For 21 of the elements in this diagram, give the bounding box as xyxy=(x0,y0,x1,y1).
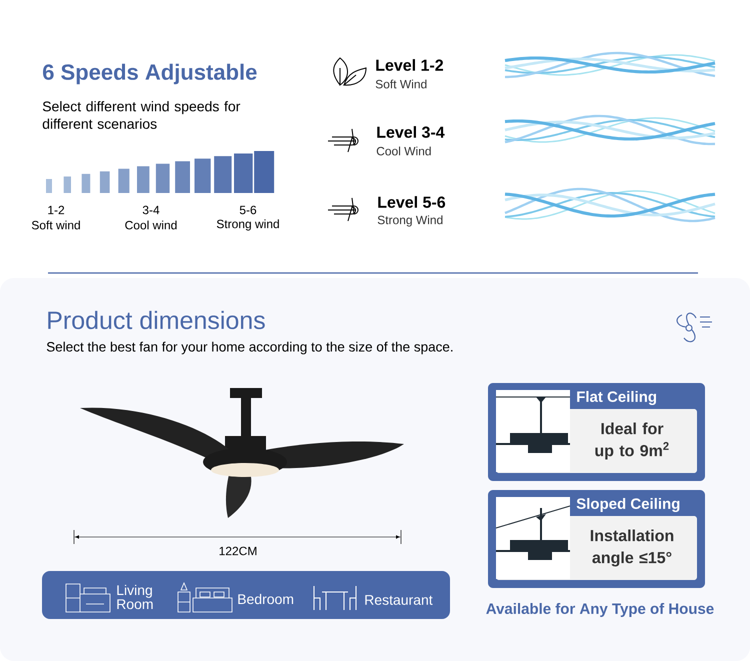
axis-label: Strong wind xyxy=(216,219,279,231)
level-subtitle: Cool Wind xyxy=(376,146,431,156)
level-title: Level 1-2 xyxy=(376,59,444,71)
room-banner: Living Room Bedroom Restaurant xyxy=(42,571,450,619)
heading: 6 Speeds Adjustable xyxy=(43,64,257,84)
level-title: Level 3-4 xyxy=(377,126,445,138)
subtitle: Select the best fan for your home according to the size of the space. xyxy=(46,342,452,354)
axis-label: 5-6 xyxy=(240,206,256,214)
axis-label: Soft wind xyxy=(32,220,80,230)
level-subtitle: Strong Wind xyxy=(378,215,442,227)
description: Select different wind speeds for different scenarios xyxy=(42,101,240,129)
level-subtitle: Soft Wind xyxy=(376,80,426,88)
ceiling-card: Sloped Ceiling Installation angle ≤15° xyxy=(488,490,705,588)
axis-label: Cool wind xyxy=(125,220,177,230)
tagline: Available for Any Type of House xyxy=(486,603,714,617)
axis-label: 3-4 xyxy=(142,206,160,214)
dimension-label: 122CM xyxy=(220,546,256,556)
axis-label: 1-2 xyxy=(48,206,64,214)
section-heading: Product dimensions xyxy=(48,310,265,330)
level-title: Level 5-6 xyxy=(378,196,446,208)
ceiling-card: Flat Ceiling Ideal for up to 9m$^{2}$ xyxy=(488,383,705,481)
